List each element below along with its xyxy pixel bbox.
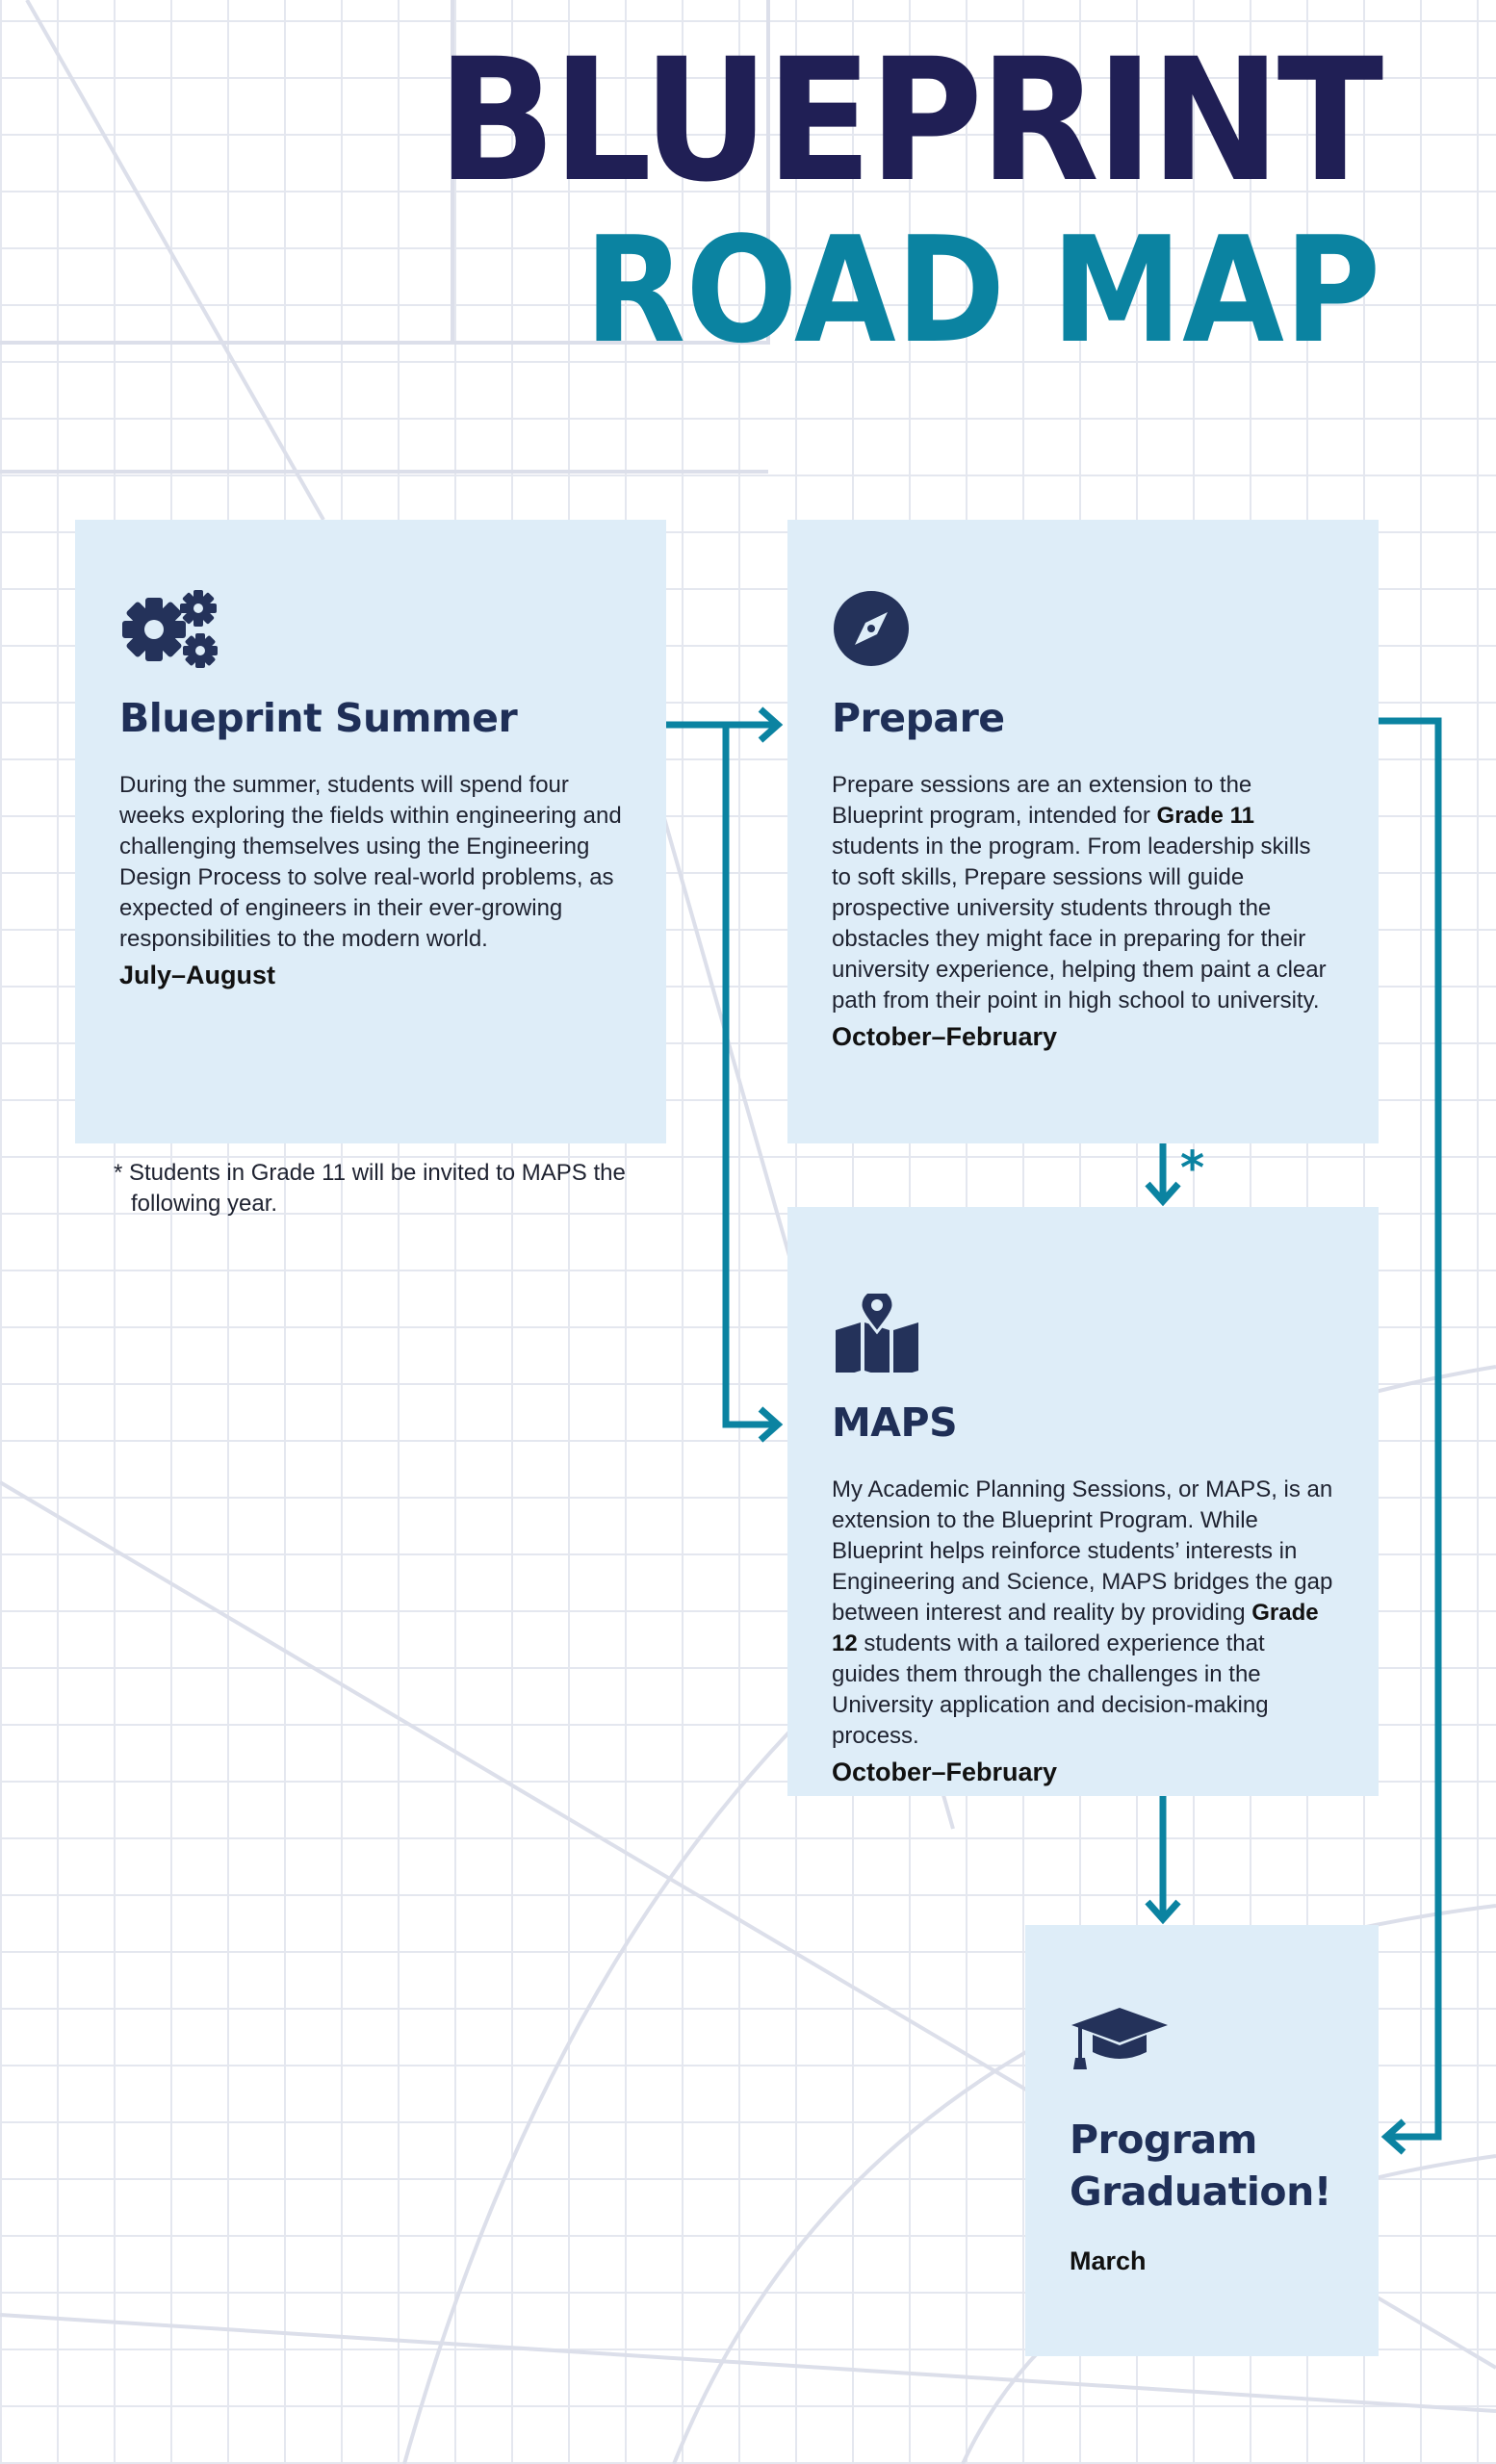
grade-11-highlight: Grade 11 — [1156, 803, 1254, 829]
title-blueprint: BLUEPRINT — [437, 22, 1384, 219]
stage-card-maps: MAPS My Academic Planning Sessions, or M… — [787, 1207, 1379, 1796]
arrowhead-graduation-top — [1145, 1899, 1181, 1925]
map-pin-icon — [836, 1294, 918, 1373]
arrowhead-maps-top — [1145, 1181, 1181, 1207]
stage-title-prepare: Prepare — [832, 695, 1005, 741]
stage-body-summer: During the summer, students will spend f… — [119, 772, 622, 952]
stage-body-prepare: Prepare sessions are an extension to the… — [832, 772, 1327, 1014]
title-road-map: ROAD MAP — [583, 205, 1380, 375]
connector-prepare-to-graduation — [1379, 717, 1442, 2141]
stage-body-maps: My Academic Planning Sessions, or MAPS, … — [832, 1476, 1333, 1749]
stage-date-summer: July–August — [119, 961, 276, 989]
stage-title-maps: MAPS — [832, 1399, 958, 1446]
graduation-cap-icon — [1071, 2008, 1168, 2069]
stage-date-maps: October–February — [832, 1758, 1058, 1786]
stage-card-summer: Blueprint Summer During the summer, stud… — [75, 520, 666, 1143]
stage-date-graduation: March — [1070, 2246, 1147, 2275]
stage-date-prepare: October–February — [832, 1022, 1058, 1051]
arrowhead-graduation-side — [1380, 2118, 1406, 2155]
gears-icon — [122, 590, 218, 668]
invite-asterisk: * — [1180, 1142, 1205, 1195]
arrowhead-maps — [758, 1406, 784, 1443]
arrowhead-prepare — [758, 706, 784, 743]
grade-12-highlight: Grade 12 — [832, 1600, 1319, 1656]
stage-card-prepare: Prepare Prepare sessions are an extensio… — [787, 520, 1379, 1143]
compass-icon — [834, 591, 909, 666]
footnote: * Students in Grade 11 will be invited t… — [114, 1160, 626, 1217]
stage-title-summer: Blueprint Summer — [119, 695, 518, 741]
connector-summer-to-maps — [722, 725, 776, 1428]
